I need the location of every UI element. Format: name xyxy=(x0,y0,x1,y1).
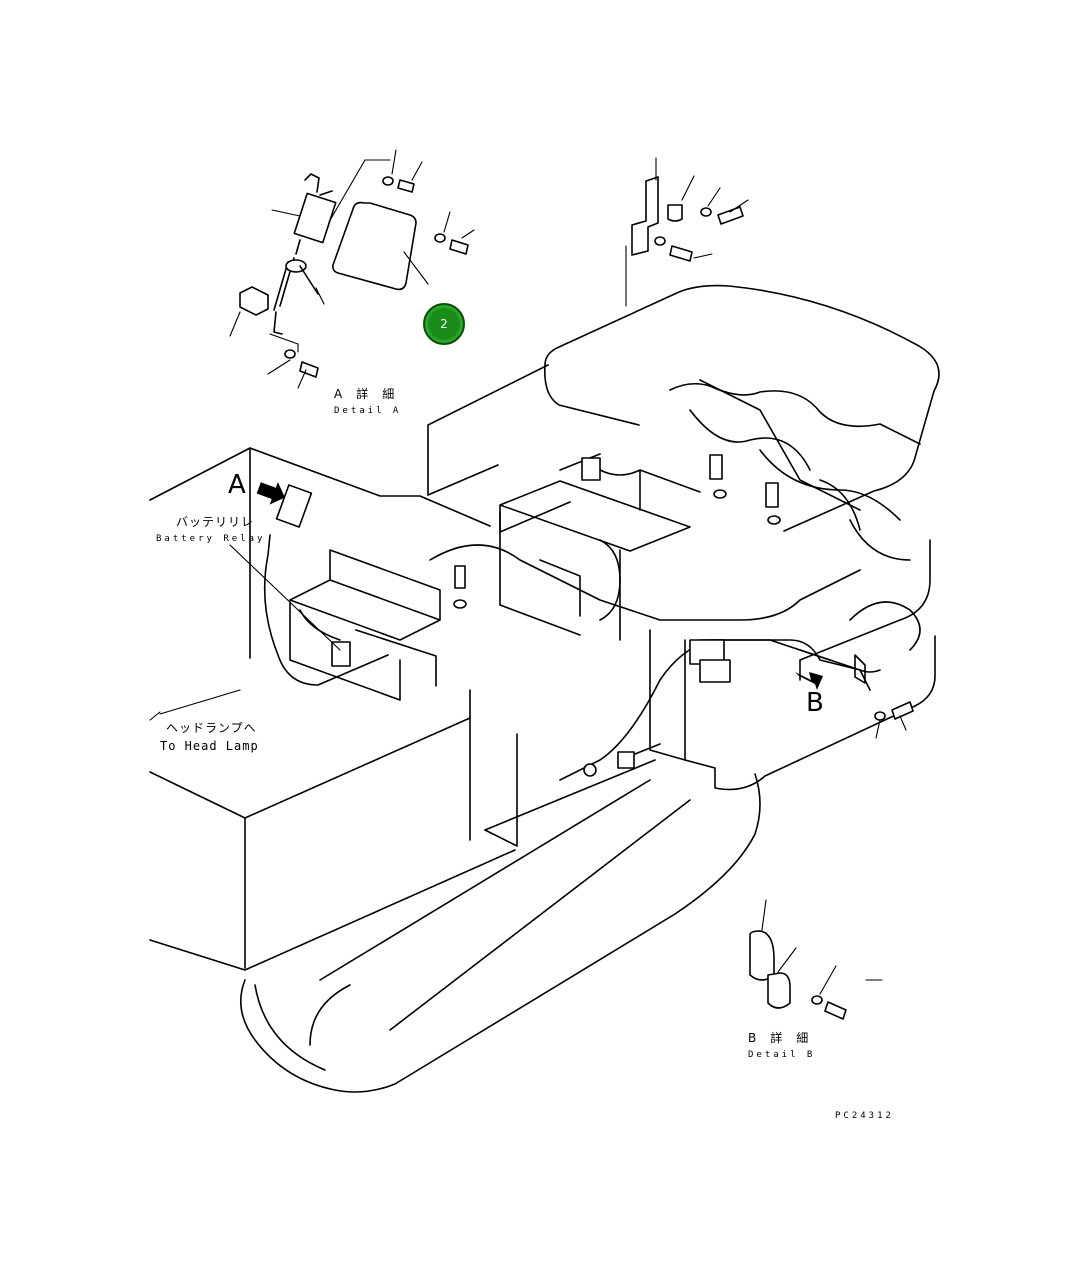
battery-relay-label-en: Battery Relay xyxy=(156,534,266,544)
battery-relay-label-jp: バッテリリレ xyxy=(176,515,255,529)
part-callout-2[interactable]: 2 xyxy=(423,303,465,345)
detail-a-title-en: Detail A xyxy=(334,406,402,416)
bracket-parts-illustration xyxy=(625,157,749,307)
head-lamp-label-en: To Head Lamp xyxy=(160,739,259,753)
drawing-number: PC24312 xyxy=(835,1111,894,1121)
marker-b: B xyxy=(806,688,824,718)
detail-b-title-en: Detail B xyxy=(748,1050,816,1060)
machine-body-illustration xyxy=(149,284,940,1093)
part-callout-number: 2 xyxy=(440,317,448,331)
marker-a: A xyxy=(228,470,246,500)
detail-b-title-jp: B 詳 細 xyxy=(748,1031,810,1045)
head-lamp-label-jp: ヘッドランプへ xyxy=(166,721,257,735)
detail-a-title-jp: A 詳 細 xyxy=(334,387,396,401)
detail-a-illustration xyxy=(229,149,475,389)
detail-b-illustration xyxy=(749,899,883,1020)
